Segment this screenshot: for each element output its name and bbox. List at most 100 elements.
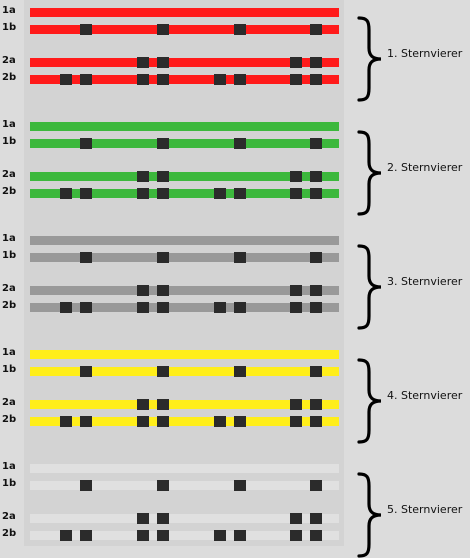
wire-label: 2a <box>2 55 16 66</box>
group-label: 5. Sternvierer <box>387 503 463 516</box>
wire-label: 1a <box>2 461 16 472</box>
twist-marker <box>214 530 226 541</box>
twist-marker <box>157 416 169 427</box>
twist-marker <box>60 530 72 541</box>
sternvierer-group: 1a 1b 2a 2b 2. Sternvierer <box>0 119 470 216</box>
twist-marker <box>290 171 302 182</box>
twist-marker <box>60 188 72 199</box>
twist-marker <box>310 513 322 524</box>
twist-marker <box>80 366 92 377</box>
wire-2b <box>30 530 339 541</box>
twist-marker <box>214 416 226 427</box>
twist-marker <box>310 74 322 85</box>
twist-marker <box>290 513 302 524</box>
brace-path <box>357 244 382 330</box>
wire-2a <box>30 57 339 68</box>
twist-marker <box>310 138 322 149</box>
group-label: 1. Sternvierer <box>387 47 463 60</box>
twist-marker <box>157 285 169 296</box>
twist-marker <box>290 416 302 427</box>
twist-marker <box>137 188 149 199</box>
brace-path <box>357 16 382 102</box>
wire-label: 2b <box>2 528 17 539</box>
wire-label: 2b <box>2 72 17 83</box>
twist-marker <box>137 285 149 296</box>
twist-marker <box>234 530 246 541</box>
brace-path <box>357 358 382 444</box>
twist-marker <box>80 188 92 199</box>
twist-marker <box>137 74 149 85</box>
sternvierer-group: 1a 1b 2a 2b 4. Sternvierer <box>0 347 470 444</box>
group-brace <box>357 472 382 558</box>
wire-2b <box>30 302 339 313</box>
wire-label: 1b <box>2 250 17 261</box>
wire-1b <box>30 24 339 35</box>
sternvierer-diagram: 1a 1b 2a 2b 1. Sternvierer 1a 1b 2a 2b 2. Sternvi… <box>0 5 470 558</box>
wire-label: 1a <box>2 119 16 130</box>
twist-marker <box>80 530 92 541</box>
twist-marker <box>80 302 92 313</box>
group-brace <box>357 244 382 330</box>
twist-marker <box>137 513 149 524</box>
twist-marker <box>234 480 246 491</box>
twist-marker <box>80 24 92 35</box>
twist-marker <box>310 302 322 313</box>
wire-2b <box>30 74 339 85</box>
twist-marker <box>80 138 92 149</box>
twist-marker <box>137 57 149 68</box>
wire-label: 1a <box>2 233 16 244</box>
wire-label: 1b <box>2 478 17 489</box>
wire-label: 1b <box>2 136 17 147</box>
twist-marker <box>310 188 322 199</box>
group-label: 4. Sternvierer <box>387 389 463 402</box>
wire-1a <box>30 8 339 17</box>
twist-marker <box>310 24 322 35</box>
twist-marker <box>157 171 169 182</box>
group-label: 2. Sternvierer <box>387 161 463 174</box>
twist-marker <box>137 530 149 541</box>
wire-label: 1b <box>2 22 17 33</box>
twist-marker <box>137 302 149 313</box>
wire-1b <box>30 480 339 491</box>
group-brace <box>357 16 382 102</box>
wire-1b <box>30 138 339 149</box>
twist-marker <box>234 366 246 377</box>
twist-marker <box>310 399 322 410</box>
twist-marker <box>310 530 322 541</box>
wire-label: 2b <box>2 414 17 425</box>
twist-marker <box>137 416 149 427</box>
twist-marker <box>310 171 322 182</box>
twist-marker <box>157 188 169 199</box>
twist-marker <box>60 302 72 313</box>
twist-marker <box>290 399 302 410</box>
wire-1b <box>30 252 339 263</box>
twist-marker <box>290 285 302 296</box>
twist-marker <box>290 74 302 85</box>
twist-marker <box>80 74 92 85</box>
twist-marker <box>214 302 226 313</box>
twist-marker <box>157 302 169 313</box>
twist-marker <box>157 57 169 68</box>
wire-label: 1a <box>2 347 16 358</box>
twist-marker <box>310 57 322 68</box>
wire-1b <box>30 366 339 377</box>
wire-2a <box>30 285 339 296</box>
wire-label: 1b <box>2 364 17 375</box>
wire-label: 2b <box>2 186 17 197</box>
wire-2a <box>30 513 339 524</box>
twist-marker <box>137 399 149 410</box>
twist-marker <box>310 285 322 296</box>
twist-marker <box>234 74 246 85</box>
wire-label: 2a <box>2 169 16 180</box>
wire-label: 2a <box>2 397 16 408</box>
twist-marker <box>157 480 169 491</box>
twist-marker <box>234 302 246 313</box>
twist-marker <box>290 57 302 68</box>
twist-marker <box>157 24 169 35</box>
twist-marker <box>310 416 322 427</box>
twist-marker <box>60 416 72 427</box>
brace-path <box>357 472 382 558</box>
